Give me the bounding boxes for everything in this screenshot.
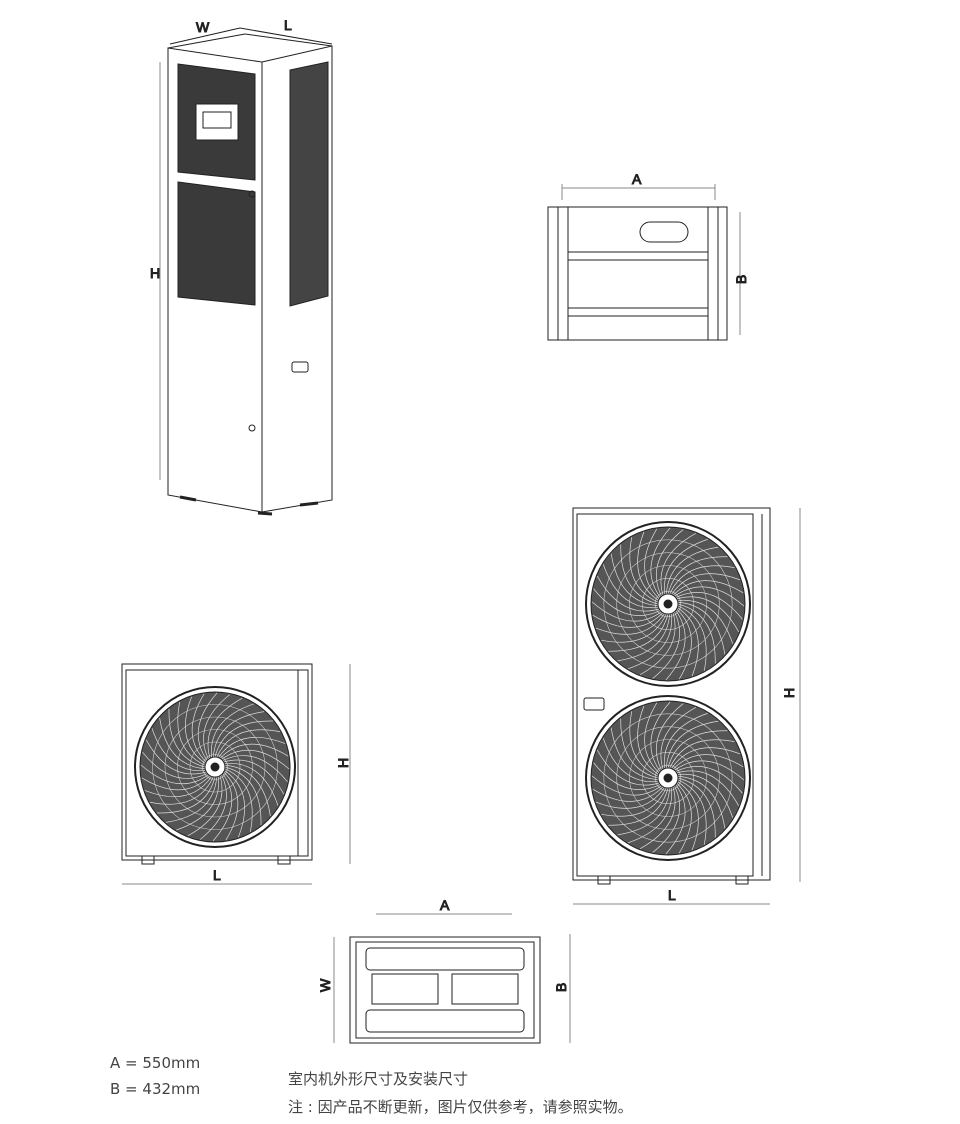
outdoor-small-h-label: H bbox=[335, 758, 351, 768]
fan-icon bbox=[134, 686, 296, 848]
outdoor-small-l-label: L bbox=[213, 867, 221, 883]
fan-icon bbox=[585, 521, 751, 687]
mounting-bracket-drawing bbox=[547, 184, 741, 341]
outdoor-large-h-label: H bbox=[781, 688, 797, 698]
spec-a: A = 550mm bbox=[110, 1054, 201, 1072]
outdoor-large-l-label: L bbox=[668, 887, 676, 903]
bottom-b-label: B bbox=[553, 983, 569, 992]
bracket-b-label: B bbox=[733, 275, 749, 284]
caption-note: 注 : 因产品不断更新，图片仅供参考，请参照实物。 bbox=[288, 1098, 633, 1116]
indoor-w-label: W bbox=[196, 19, 210, 35]
bracket-a-label: A bbox=[632, 171, 642, 187]
indoor-h-label: H bbox=[150, 265, 160, 281]
outdoor-large-drawing bbox=[572, 507, 801, 905]
bottom-a-label: A bbox=[440, 897, 450, 913]
fan-icon bbox=[585, 695, 751, 861]
indoor-l-label: L bbox=[284, 17, 292, 33]
outdoor-small-drawing bbox=[121, 663, 351, 885]
bottom-w-label: W bbox=[317, 978, 333, 992]
indoor-unit-drawing bbox=[159, 27, 333, 516]
bottom-view-drawing bbox=[333, 913, 571, 1044]
spec-b: B = 432mm bbox=[110, 1080, 201, 1098]
caption-title: 室内机外形尺寸及安装尺寸 bbox=[288, 1070, 469, 1088]
